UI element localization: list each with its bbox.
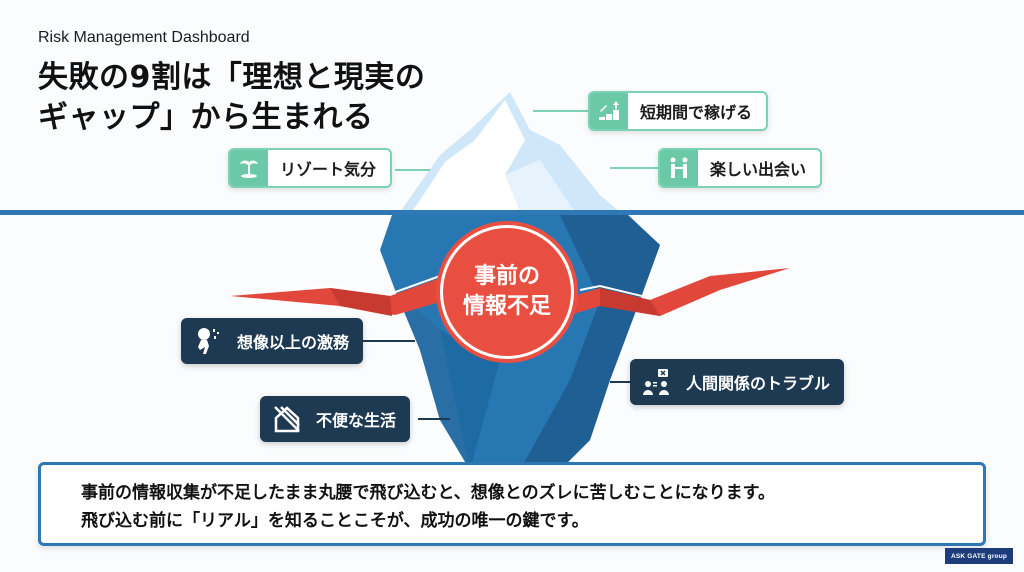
ideal-label: リゾート気分 [280, 160, 377, 179]
ideal-tag-short-term-earnings: 短期間で稼げる [588, 91, 769, 131]
water-line [0, 210, 1024, 215]
reality-tag-inconvenient-life: 不便な生活 [260, 396, 411, 442]
reality-label: 想像以上の激務 [237, 333, 350, 352]
conclusion-message-box: 事前の情報収集が不足したまま丸腰で飛び込むと、想像とのズレに苦しむことになります… [38, 462, 986, 546]
overworked-person-icon [191, 324, 225, 358]
ideal-tag-resort-mood: リゾート気分 [228, 148, 393, 188]
reality-tag-relationship-trouble: 人間関係のトラブル [630, 359, 845, 405]
reality-label: 不便な生活 [316, 411, 397, 430]
ideal-tag-fun-encounters: 楽しい出会い [658, 148, 823, 188]
reality-tag-overwork: 想像以上の激務 [181, 318, 364, 364]
company-logo: ASK GATE group [945, 548, 1013, 564]
conflict-people-icon [640, 365, 674, 399]
message-line-2: 飛び込む前に「リアル」を知ることこそが、成功の唯一の鍵です。 [81, 511, 589, 531]
ideal-label: 短期間で稼げる [640, 103, 753, 122]
money-growth-icon [590, 93, 628, 129]
title-line-1: 失敗の9割は「理想と現実の [38, 60, 426, 95]
info-shortage-badge: 事前の 情報不足 [440, 225, 574, 359]
dashboard-subtitle: Risk Management Dashboard [38, 29, 250, 46]
badge-line-1: 事前の [473, 264, 540, 289]
message-line-1: 事前の情報収集が不足したまま丸腰で飛び込むと、想像とのズレに苦しむことになります… [81, 483, 775, 503]
page-title: 失敗の9割は「理想と現実の ギャップ」から生まれる [38, 58, 425, 138]
reality-label: 人間関係のトラブル [686, 374, 831, 393]
title-line-2: ギャップ」から生まれる [38, 100, 374, 135]
handshake-people-icon [660, 150, 698, 186]
broken-house-icon [270, 402, 304, 436]
palm-tree-icon [230, 150, 268, 186]
badge-line-2: 情報不足 [462, 294, 551, 319]
ideal-label: 楽しい出会い [710, 160, 807, 179]
